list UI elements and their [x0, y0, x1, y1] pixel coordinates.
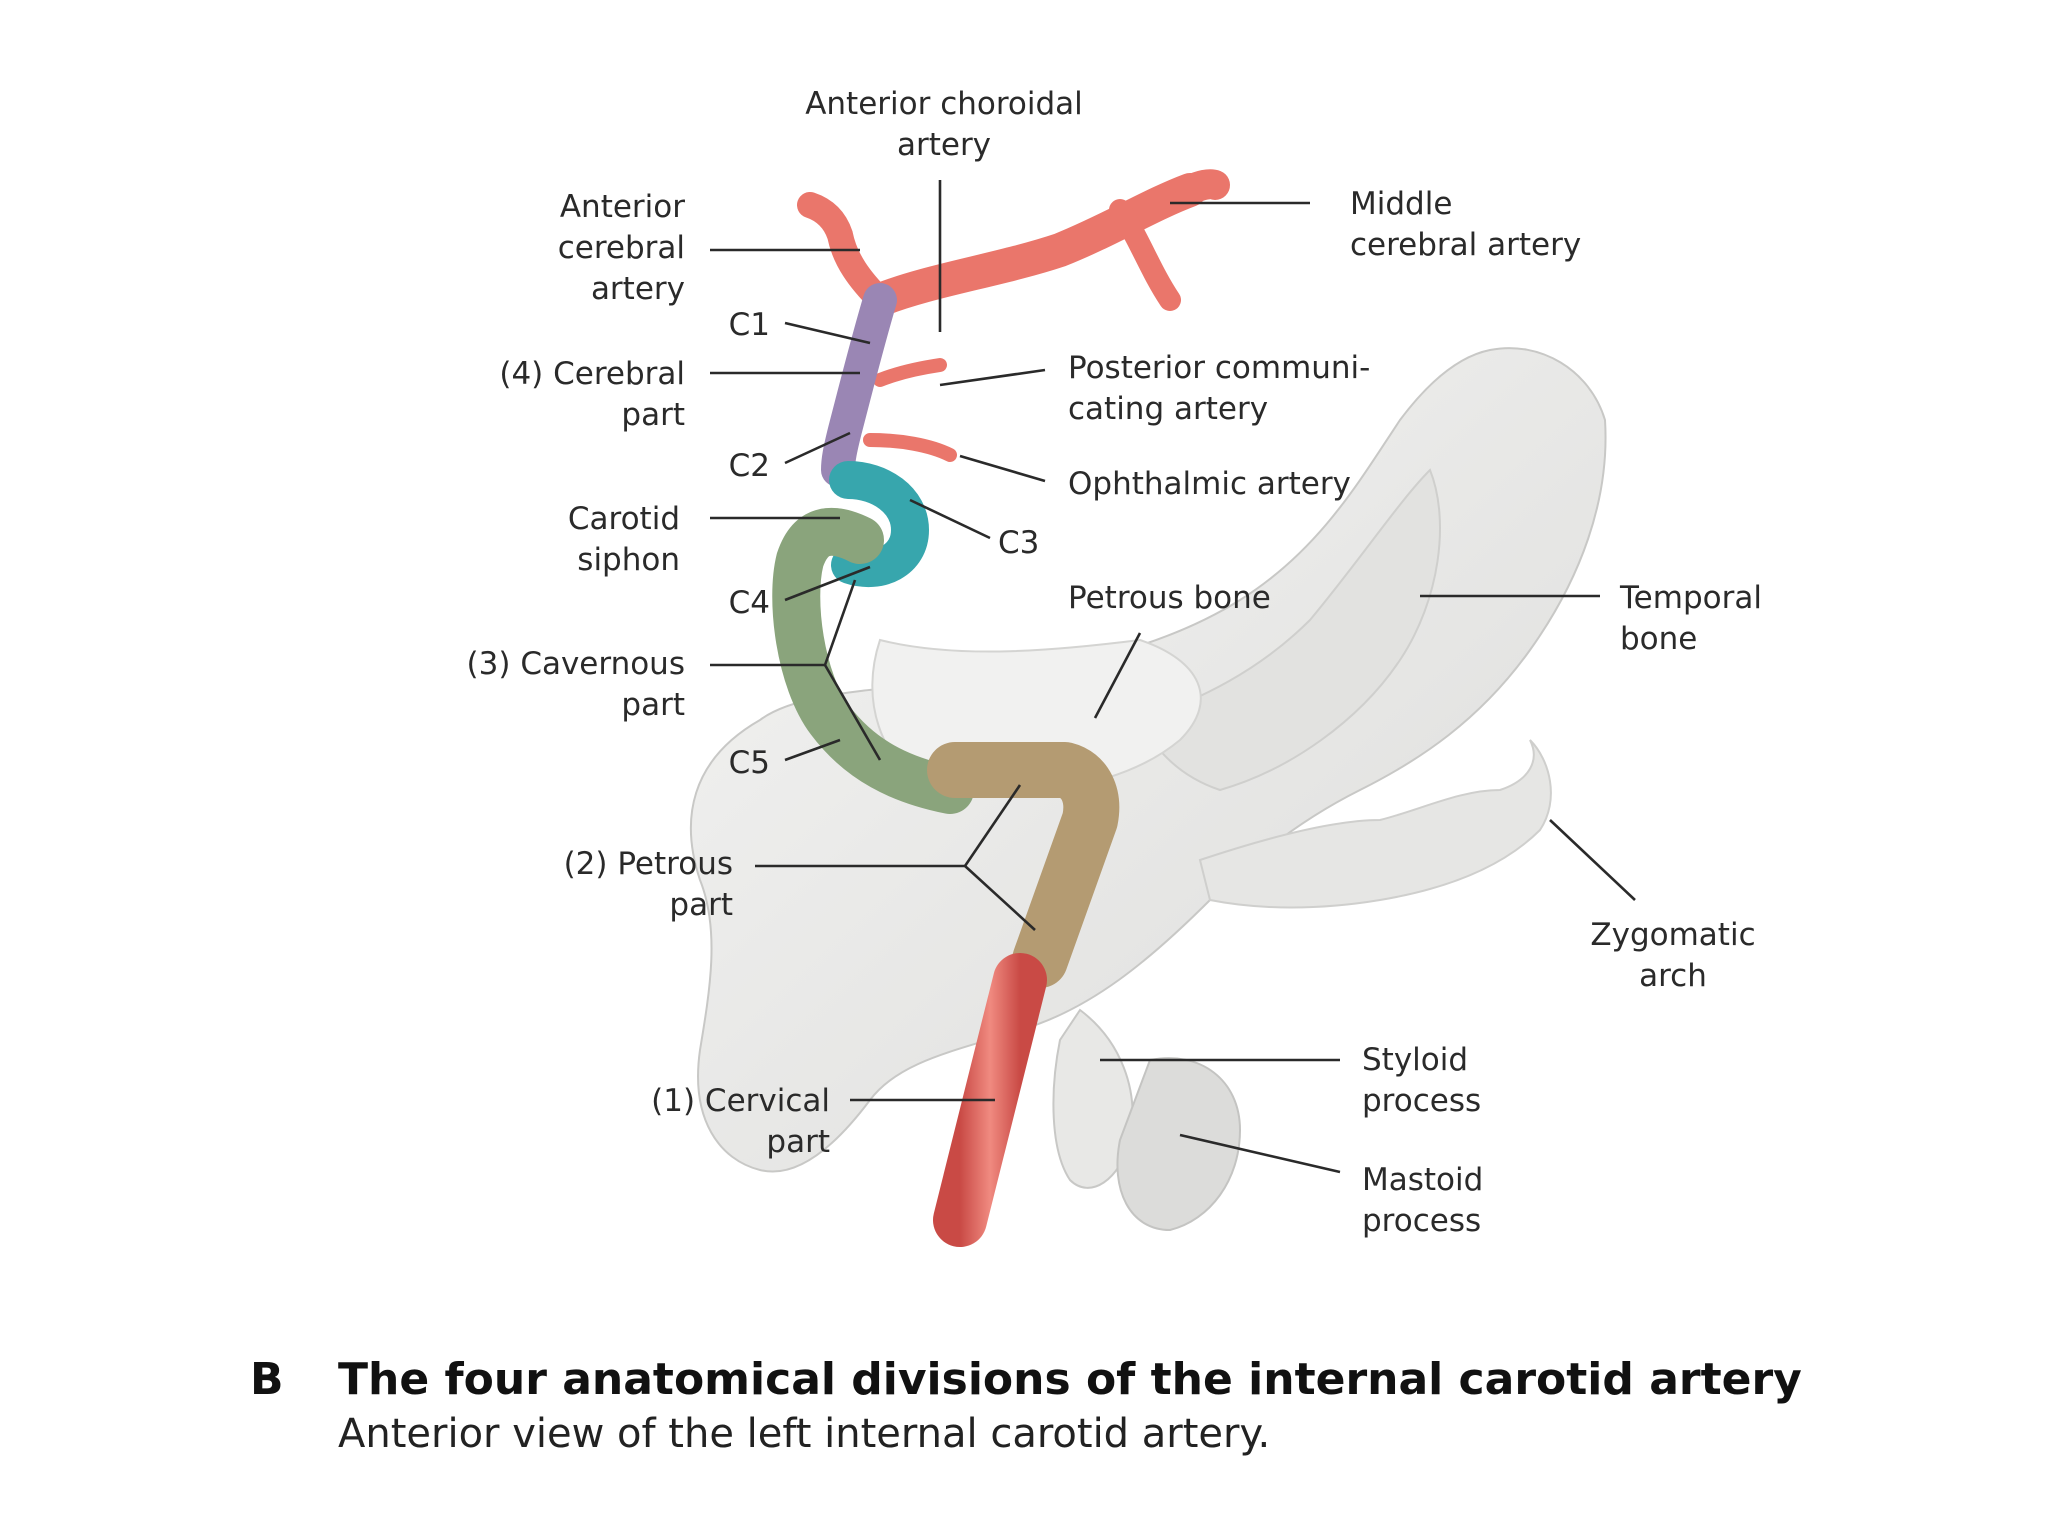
- label-anterior-choroidal-line1: Anterior choroidal: [805, 86, 1083, 122]
- label-c2: C2: [729, 448, 770, 484]
- caption-subtitle: Anterior view of the left internal carot…: [338, 1411, 1270, 1457]
- label-cervical-part-line1: (1) Cervical: [651, 1083, 830, 1119]
- caption-letter: B: [250, 1354, 284, 1405]
- label-posterior-communicating-line1: Posterior communi-: [1068, 350, 1370, 386]
- label-cerebral-part-line1: (4) Cerebral: [499, 356, 685, 392]
- leader-lines: [710, 180, 1636, 1174]
- label-cervical-part-line2: part: [766, 1124, 830, 1160]
- label-petrous-part-line2: part: [669, 887, 733, 923]
- label-anterior-choroidal-line2: artery: [897, 127, 991, 163]
- label-c1: C1: [729, 307, 770, 343]
- label-zygomatic-arch-line2: arch: [1639, 958, 1707, 994]
- label-styloid-process-line1: Styloid: [1362, 1042, 1468, 1078]
- label-mastoid-process-line2: process: [1362, 1203, 1481, 1239]
- caption-title: The four anatomical divisions of the int…: [338, 1354, 1802, 1405]
- label-middle-cerebral-line1: Middle: [1350, 186, 1452, 222]
- label-posterior-communicating-line2: cating artery: [1068, 391, 1268, 427]
- label-c5: C5: [729, 745, 770, 781]
- diagram-labels: Anterior choroidal artery Middle cerebra…: [467, 86, 1762, 1239]
- internal-carotid-artery-illustration: [772, 169, 1230, 1247]
- label-cavernous-part-line2: part: [621, 687, 685, 723]
- label-anterior-cerebral-line2: cerebral: [558, 230, 685, 266]
- label-anterior-cerebral-line1: Anterior: [560, 189, 685, 225]
- figure-caption: B The four anatomical divisions of the i…: [250, 1354, 1802, 1457]
- label-mastoid-process-line1: Mastoid: [1362, 1162, 1483, 1198]
- label-c3: C3: [998, 525, 1039, 561]
- label-temporal-bone-line2: bone: [1620, 621, 1697, 657]
- label-middle-cerebral-line2: cerebral artery: [1350, 227, 1581, 263]
- label-petrous-bone: Petrous bone: [1068, 580, 1271, 616]
- label-cavernous-part-line1: (3) Cavernous: [467, 646, 685, 682]
- label-c4: C4: [729, 585, 770, 621]
- label-temporal-bone-line1: Temporal: [1619, 580, 1762, 616]
- label-cerebral-part-line2: part: [621, 397, 685, 433]
- label-styloid-process-line2: process: [1362, 1083, 1481, 1119]
- label-ophthalmic: Ophthalmic artery: [1068, 466, 1351, 502]
- label-zygomatic-arch-line1: Zygomatic: [1590, 917, 1755, 953]
- label-petrous-part-line1: (2) Petrous: [564, 846, 733, 882]
- label-carotid-siphon-line1: Carotid: [568, 501, 680, 537]
- label-anterior-cerebral-line3: artery: [591, 271, 685, 307]
- label-carotid-siphon-line2: siphon: [577, 542, 680, 578]
